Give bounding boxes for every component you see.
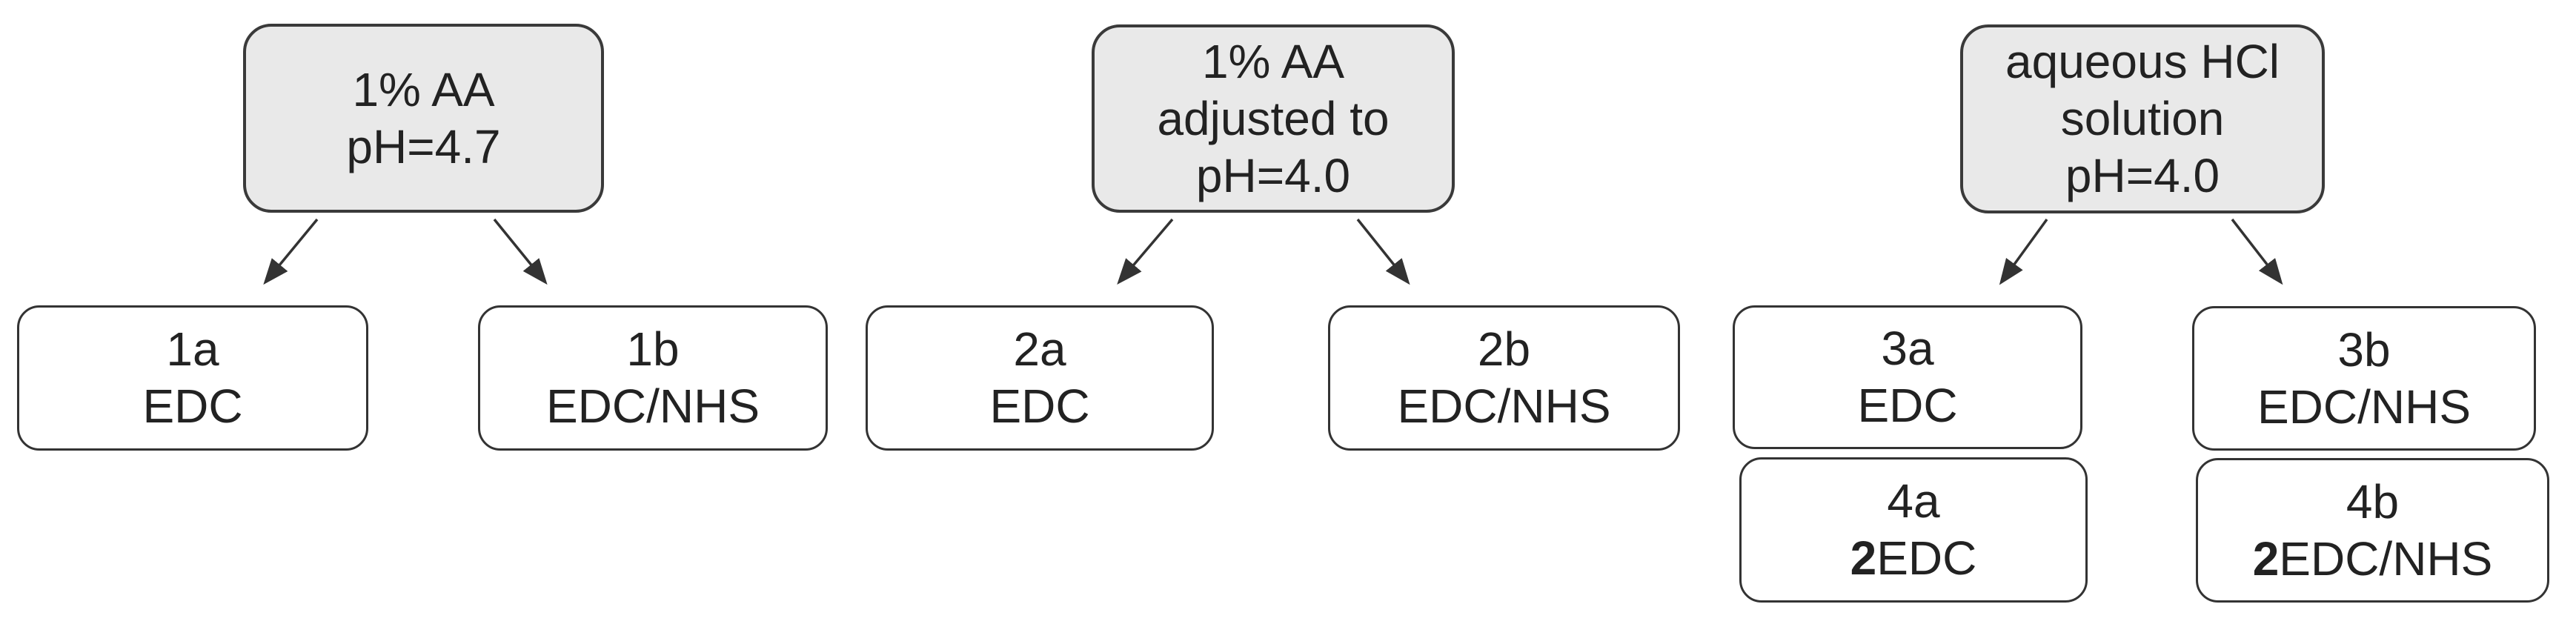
sample-box-4a-id: 4a (1887, 474, 1940, 528)
arrow-group2-left (1117, 218, 1174, 285)
condition-box-2: 1% AA adjusted to pH=4.0 (1092, 24, 1455, 213)
condition-box-3: aqueous HCl solution pH=4.0 (1960, 24, 2325, 213)
arrow-group1-left (263, 218, 319, 285)
condition-box-1: 1% AA pH=4.7 (243, 24, 604, 213)
sample-box-3b-reagent: EDC/NHS (2257, 379, 2472, 434)
sample-box-4b: 4b 2EDC/NHS (2196, 458, 2549, 603)
sample-box-4b-reagent-count: 2 (2252, 531, 2280, 585)
condition-box-3-line2: solution (2060, 92, 2225, 145)
sample-box-1a-reagent: EDC (142, 379, 243, 433)
condition-box-1-line1: 1% AA (352, 62, 495, 116)
condition-box-2-line2: adjusted to (1157, 91, 1390, 145)
condition-box-1-line2: pH=4.7 (346, 119, 501, 173)
sample-box-2a-id: 2a (1013, 322, 1066, 376)
arrow-group1-right (493, 218, 548, 285)
sample-box-3a-reagent: EDC (1857, 379, 1958, 432)
sample-box-3b: 3b EDC/NHS (2192, 306, 2536, 451)
sample-box-3a: 3a EDC (1733, 305, 2082, 449)
arrow-group2-right (1356, 218, 1410, 285)
sample-box-2b-id: 2b (1477, 322, 1531, 376)
sample-box-4a-reagent-name: EDC (1876, 531, 1977, 585)
sample-box-4b-reagent: 2EDC/NHS (2253, 531, 2493, 588)
sample-box-3b-id: 3b (2337, 322, 2391, 376)
sample-box-1b-id: 1b (626, 322, 680, 376)
condition-box-2-line3: pH=4.0 (1195, 148, 1351, 202)
condition-box-3-line3: pH=4.0 (2065, 149, 2220, 202)
arrow-group3-right (2231, 218, 2283, 285)
sample-box-4b-id: 4b (2346, 474, 2400, 528)
sample-box-1b-reagent: EDC/NHS (545, 379, 760, 433)
sample-box-2a-reagent: EDC (989, 379, 1090, 433)
condition-box-2-line1: 1% AA (1201, 34, 1345, 88)
sample-box-3a-id: 3a (1881, 322, 1934, 375)
sample-box-1a-id: 1a (166, 322, 219, 376)
condition-box-3-line1: aqueous HCl (2005, 35, 2280, 88)
sample-box-1b: 1b EDC/NHS (478, 305, 828, 451)
sample-box-1a: 1a EDC (17, 305, 368, 451)
arrow-group3-left (1999, 218, 2048, 285)
sample-box-4a: 4a 2EDC (1739, 457, 2088, 603)
sample-box-2a: 2a EDC (866, 305, 1214, 451)
sample-box-4a-reagent-count: 2 (1850, 531, 1877, 585)
sample-box-4a-reagent: 2EDC (1850, 530, 1977, 587)
sample-box-4b-reagent-name: EDC/NHS (2279, 531, 2493, 585)
sample-box-2b-reagent: EDC/NHS (1397, 379, 1611, 433)
sample-box-2b: 2b EDC/NHS (1328, 305, 1680, 451)
